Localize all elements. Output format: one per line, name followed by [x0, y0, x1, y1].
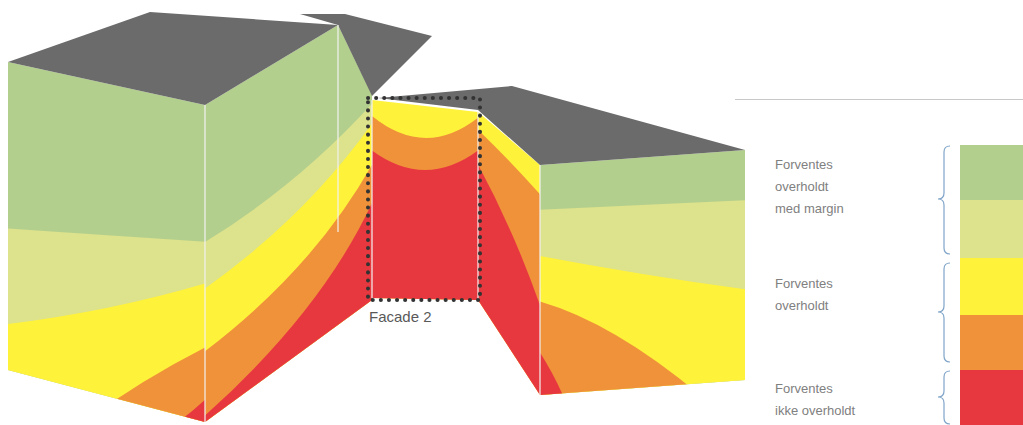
zone-red [470, 150, 545, 425]
zone-red [365, 145, 485, 310]
legend-swatch [960, 315, 1023, 370]
legend-swatch [960, 258, 1023, 315]
brace [938, 263, 950, 362]
facade-label: Facade 2 [366, 308, 435, 325]
legend-swatch [960, 200, 1023, 258]
legend-entry: Forventes ikke overholdt [775, 378, 857, 422]
legend-entry: Forventes overholdt med margin [775, 154, 857, 220]
facade-outline: Facade 2 [366, 96, 482, 302]
legend-swatch [960, 145, 1023, 200]
zone-red [200, 185, 380, 425]
edge-line [204, 105, 205, 422]
dotted-outline [366, 96, 482, 302]
zone-orange [470, 122, 545, 425]
zone-orange [200, 150, 380, 425]
brace [938, 146, 950, 254]
zone-orange [535, 300, 700, 425]
edge-line [539, 165, 540, 395]
zone-pale [535, 200, 750, 425]
legend-label: Forventes ikke overholdt [775, 378, 857, 422]
zone-yellow [200, 112, 380, 425]
zone-yellow [535, 255, 750, 425]
facade-face [535, 140, 755, 425]
legend-label: Forventes overholdt med margin [775, 154, 857, 220]
zone-orange [60, 345, 210, 425]
rule-line [735, 99, 1023, 100]
zone-pale [0, 228, 210, 425]
edge-line [371, 100, 372, 298]
dotted-rect [368, 98, 480, 300]
facade-face [365, 90, 490, 310]
legend-swatch [960, 370, 1023, 425]
zone-green [535, 140, 755, 425]
zone-yellow [365, 90, 490, 310]
zone-red [150, 395, 210, 425]
edge-line [337, 25, 338, 232]
zone-pale [200, 95, 380, 425]
zone-orange [365, 110, 485, 310]
zone-yellow [0, 282, 210, 425]
legend-braces [938, 146, 950, 424]
brace [938, 371, 950, 424]
legend-entry: Forventes overholdt [775, 273, 857, 317]
building-edges [205, 25, 540, 422]
legend-label: Forventes overholdt [775, 273, 857, 317]
roof [8, 12, 338, 105]
